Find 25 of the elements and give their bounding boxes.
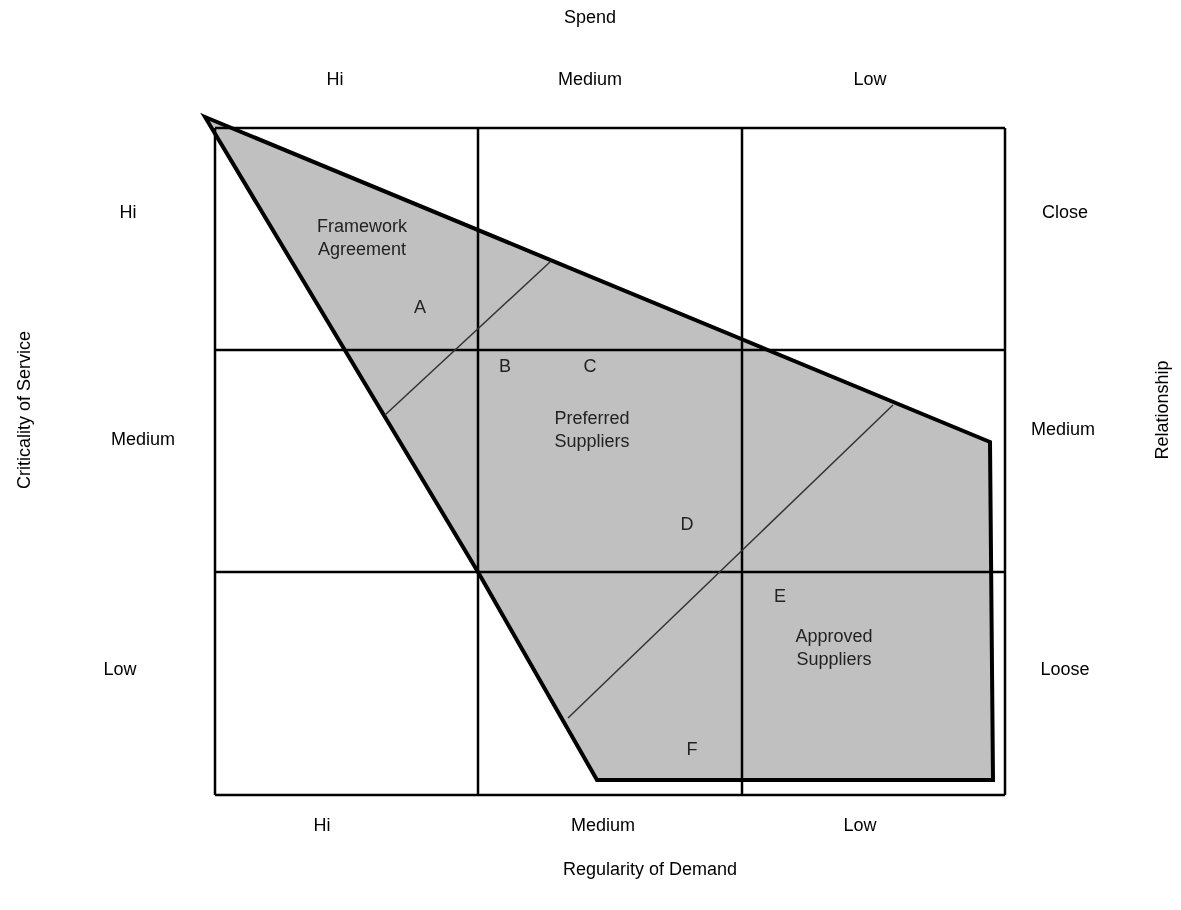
axis-label: Medium (558, 68, 622, 92)
axis-label: Low (843, 814, 877, 838)
point-label: F (686, 738, 698, 762)
axis-label: Low (853, 68, 887, 92)
region-label: Preferred Suppliers (553, 406, 631, 453)
axis-title: Criticality of Service (13, 331, 36, 489)
axis-title: Regularity of Demand (562, 858, 738, 882)
region-label: Framework Agreement (316, 214, 408, 261)
axis-label: Close (1042, 201, 1088, 225)
axis-label: Low (103, 658, 137, 682)
axis-title: Spend (563, 6, 617, 30)
axis-label: Loose (1040, 658, 1090, 682)
axis-title: Relationship (1151, 360, 1174, 460)
axis-label: Hi (313, 814, 331, 838)
point-label: A (414, 296, 426, 320)
axis-label: Hi (326, 68, 344, 92)
axis-label: Hi (119, 201, 137, 225)
point-label: C (583, 355, 597, 379)
axis-label: Medium (111, 428, 175, 452)
axis-label: Medium (571, 814, 635, 838)
point-label: B (499, 355, 511, 379)
point-label: D (680, 513, 694, 537)
axis-label: Medium (1031, 418, 1095, 442)
region-label: Approved Suppliers (794, 624, 874, 671)
point-label: E (774, 585, 786, 609)
